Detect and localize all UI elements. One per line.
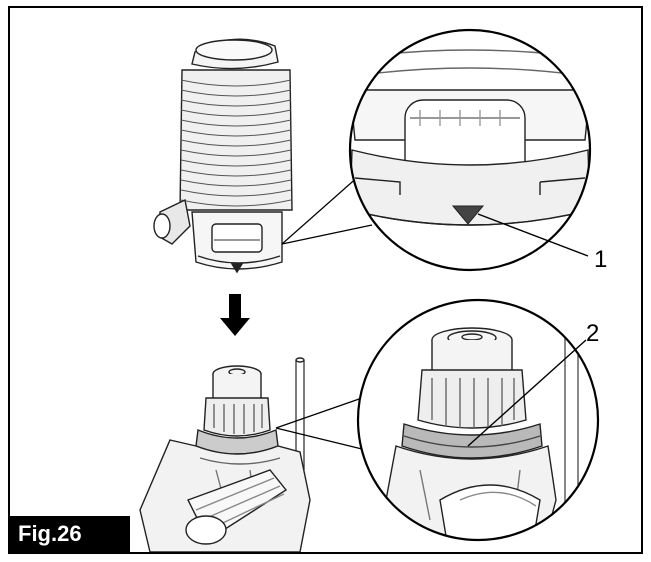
down-arrow-icon [220, 294, 250, 336]
callout-2-leader [467, 339, 587, 447]
callout-1-number: 1 [594, 246, 608, 273]
zoom-leader-bottom [275, 397, 367, 451]
tool-head [139, 357, 311, 552]
zoom-leader-top [281, 174, 373, 245]
figure-label: Fig.26 [10, 516, 130, 552]
callout-2-number: 2 [586, 320, 600, 347]
bellows-nozzle [153, 38, 293, 274]
zoom-circle-top [348, 28, 592, 272]
triangle-mark [451, 205, 485, 225]
callout-1-leader [477, 213, 589, 257]
